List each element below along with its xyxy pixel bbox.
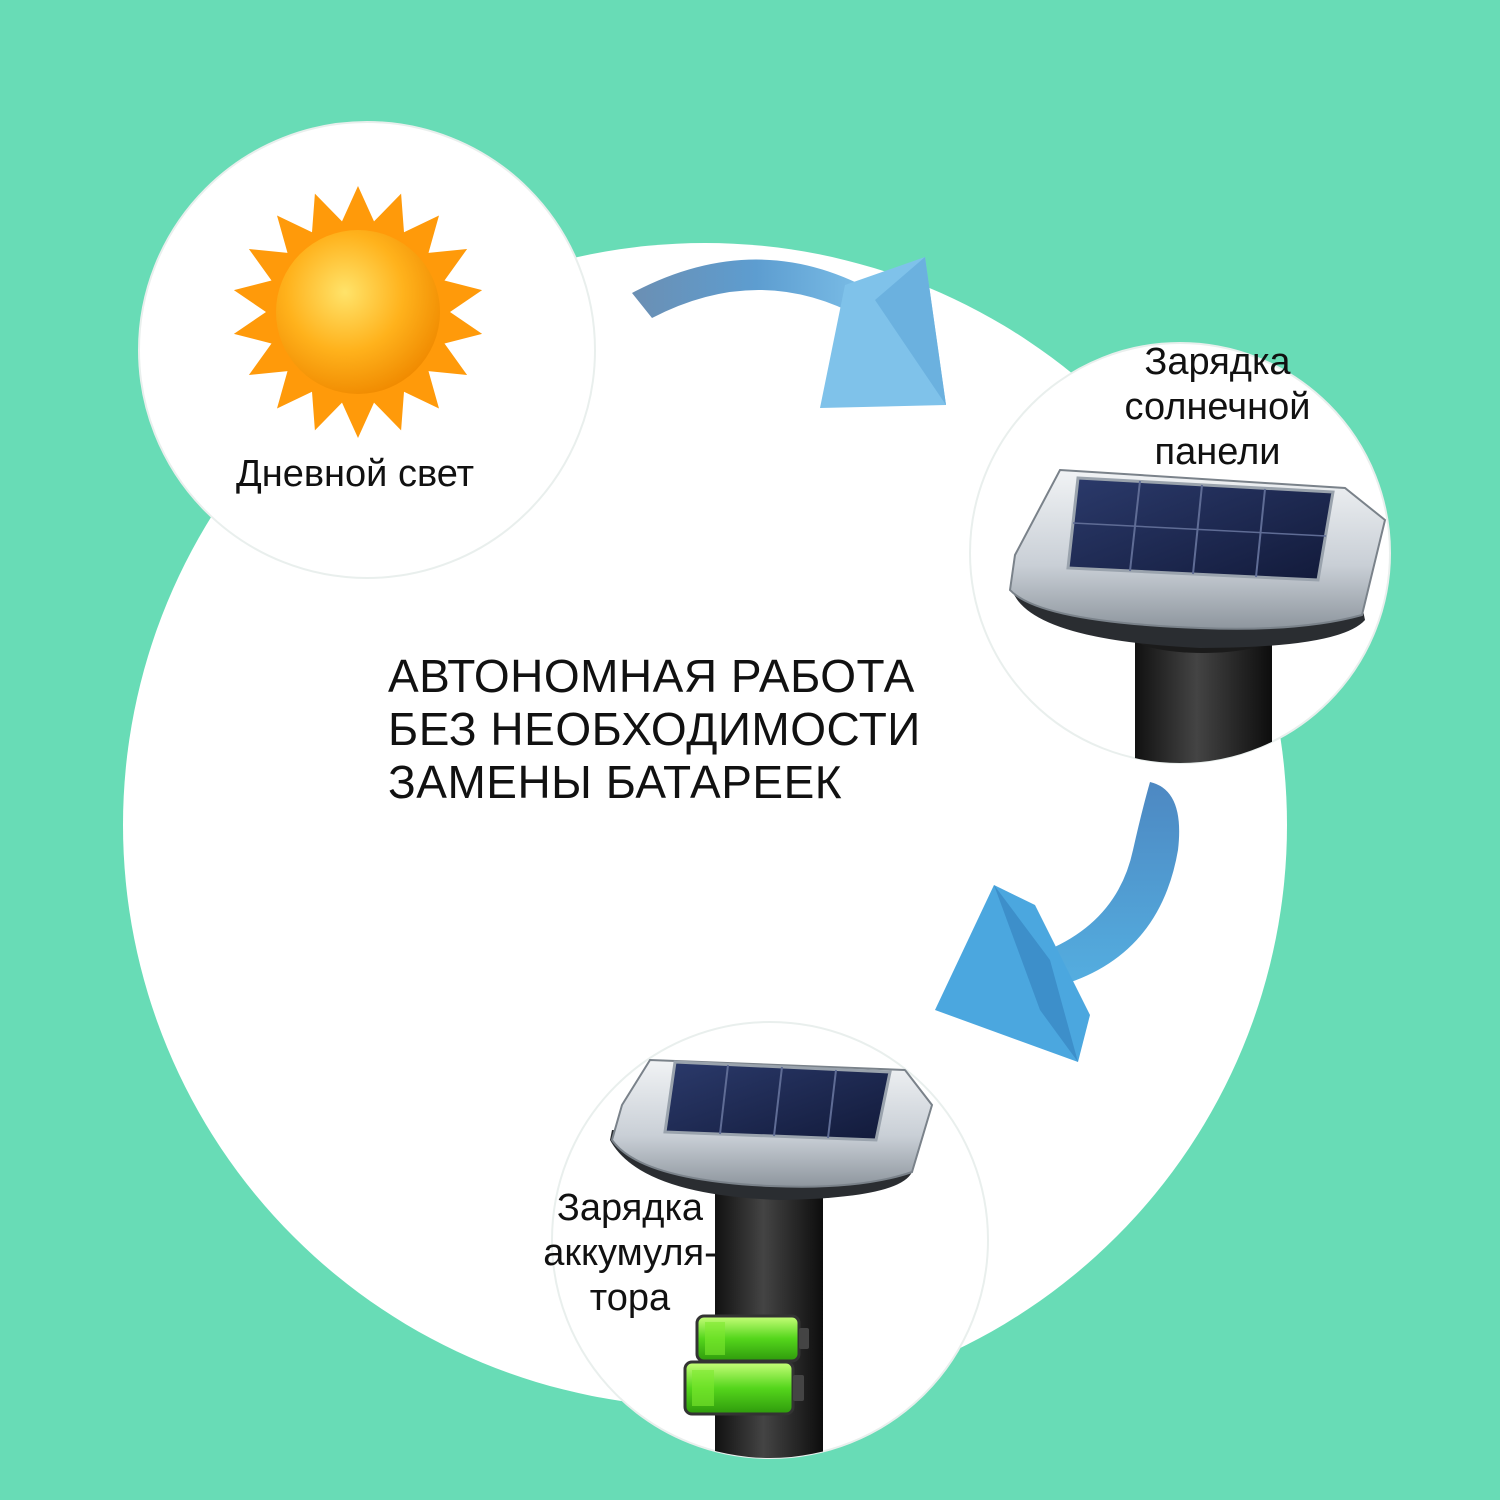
arrow-top-icon <box>632 257 946 408</box>
center-headline: АВТОНОМНАЯ РАБОТА БЕЗ НЕОБХОДИМОСТИ ЗАМЕ… <box>388 650 921 808</box>
daylight-label: Дневной свет <box>236 453 474 495</box>
arrow-right-icon <box>935 782 1180 1062</box>
battery-icon <box>683 1314 809 1416</box>
solar-stake-icon <box>1008 468 1387 763</box>
sun-icon <box>233 186 483 438</box>
sun-disc <box>276 230 440 394</box>
battery-charging-label: Зарядка аккумуля- тора <box>543 1187 717 1319</box>
battery-stake-icon <box>610 1058 934 1458</box>
panel-charging-label: Зарядка солнечной панели <box>1124 341 1311 473</box>
